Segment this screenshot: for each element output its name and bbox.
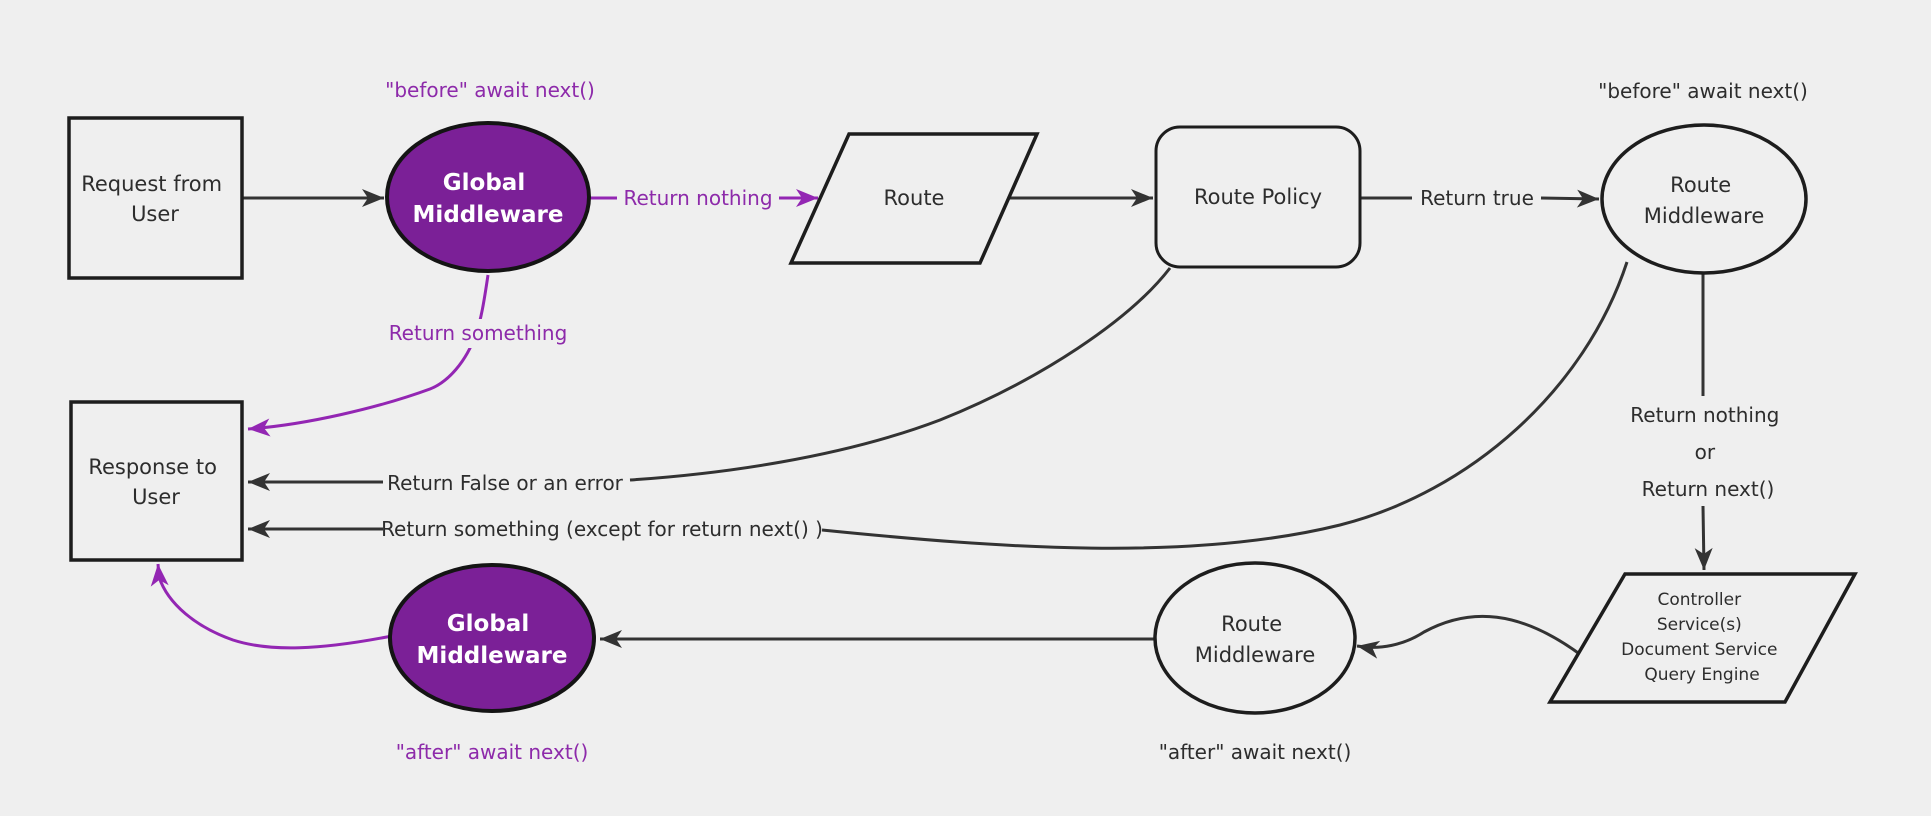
node-controller-services: Controller Service(s) Document Service Q…	[1546, 572, 1858, 704]
route-middleware-top-ellipse	[1600, 123, 1808, 275]
label-return-true: Return true	[1420, 186, 1534, 210]
controller-label: Controller Service(s) Document Service Q…	[1621, 590, 1783, 685]
request-box-label: Request from User	[81, 172, 229, 226]
global-middleware-top-label: Global Middleware	[413, 170, 564, 228]
route-policy-box	[1154, 125, 1362, 269]
label-return-something-backdrop	[382, 319, 576, 348]
node-route-middleware-top: Route Middleware	[1600, 123, 1808, 275]
label-return-nothing: Return nothing	[623, 186, 772, 210]
label-after-await-next-route: "after" await next()	[1159, 740, 1352, 764]
edge-controller-to-route-middleware	[1356, 614, 1582, 659]
global-middleware-top-ellipse	[385, 121, 591, 273]
label-after-await-next-global: "after" await next()	[396, 740, 589, 764]
request-box	[67, 116, 244, 280]
label-return-something: Return something	[389, 321, 568, 345]
node-response-to-user: Response to User	[69, 400, 244, 562]
edge-return-something-except-curve	[821, 261, 1629, 550]
route-policy-label: Route Policy	[1194, 185, 1322, 209]
node-route-policy: Route Policy	[1154, 125, 1362, 269]
response-box-label: Response to User	[88, 455, 223, 509]
label-return-nothing-or-next: Return nothing or Return next()	[1630, 403, 1785, 501]
controller-parallelogram	[1546, 572, 1858, 704]
label-before-await-next-route: "before" await next()	[1598, 79, 1808, 103]
edge-global-middleware-to-response	[150, 563, 393, 650]
route-middleware-bottom-ellipse	[1153, 561, 1357, 715]
node-route-middleware-bottom: Route Middleware	[1153, 561, 1357, 715]
label-before-await-next-global: "before" await next()	[385, 78, 595, 102]
edge-middleware-to-controller-segment-bottom	[1694, 505, 1713, 571]
node-global-middleware-bottom: Global Middleware	[388, 563, 596, 713]
edges	[150, 189, 1713, 659]
route-middleware-top-label: Route Middleware	[1644, 173, 1765, 228]
edge-labels: "before" await next() Return nothing Ret…	[381, 78, 1808, 764]
route-middleware-bottom-label: Route Middleware	[1195, 612, 1316, 667]
global-middleware-bottom-label: Global Middleware	[417, 611, 568, 669]
edge-return-false-curve	[629, 267, 1172, 482]
node-global-middleware-top: Global Middleware	[385, 121, 591, 273]
node-request-from-user: Request from User	[67, 116, 244, 280]
label-return-something-except: Return something (except for return next…	[381, 517, 823, 541]
edge-return-something-curve	[247, 274, 490, 437]
edge-policy-to-middleware-segment-right	[1540, 189, 1600, 208]
route-parallelogram	[788, 132, 1040, 265]
label-return-false-or-error: Return False or an error	[387, 471, 624, 495]
node-route: Route	[788, 132, 1040, 265]
route-label: Route	[884, 186, 945, 210]
response-box	[69, 400, 244, 562]
global-middleware-bottom-ellipse	[388, 563, 596, 713]
